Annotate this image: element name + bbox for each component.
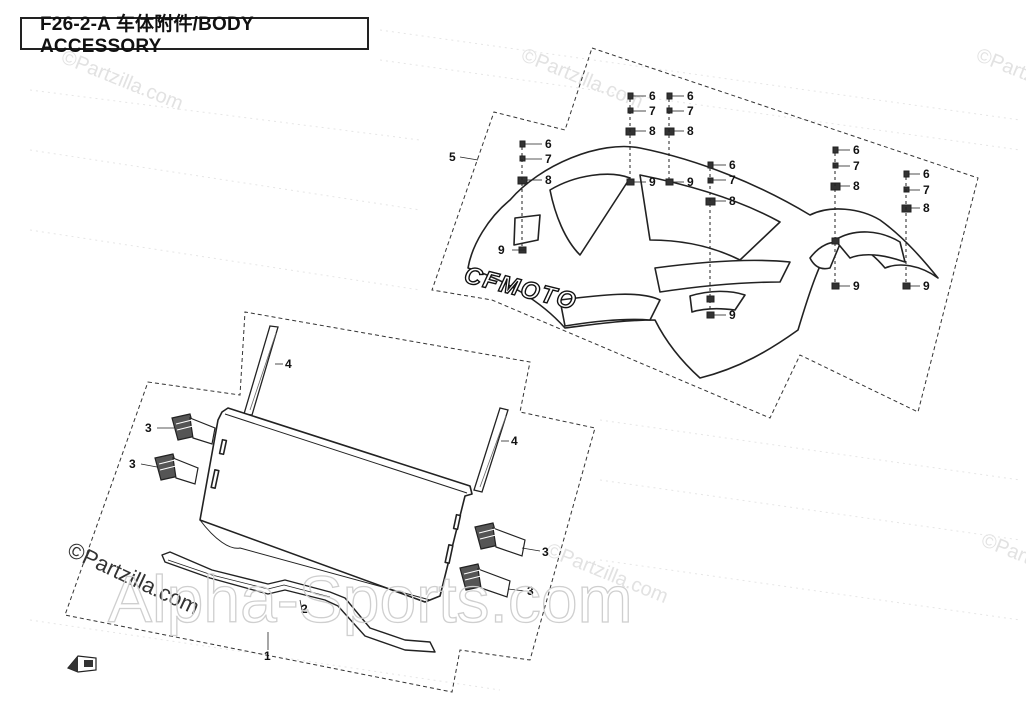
watermark-small-1: ©Partzilla.com: [58, 46, 186, 115]
callout-8: 8: [545, 173, 552, 187]
callout-7: 7: [923, 183, 930, 197]
callout-3: 3: [527, 584, 534, 598]
connector-upper-left: [171, 413, 216, 445]
callout-3: 3: [542, 545, 549, 559]
callout-8: 8: [729, 194, 736, 208]
callout-9: 9: [729, 308, 736, 322]
callout-9: 9: [498, 243, 505, 257]
background-texture: [29, 29, 1021, 691]
callout-9: 9: [687, 175, 694, 189]
connectors: [154, 413, 526, 598]
callout-6: 6: [649, 89, 656, 103]
callout-8: 8: [649, 124, 656, 138]
connector-upper-right: [474, 522, 526, 557]
lower-group: 4 4 3 3 3 3 2 1: [64, 311, 596, 693]
callout-3: 3: [145, 421, 152, 435]
guard-bar-part: [161, 551, 436, 653]
callout-5: 5: [449, 150, 456, 164]
rear-panel-part: [199, 407, 473, 603]
watermark-small-5: ©Partzilla.com: [978, 529, 1026, 598]
lower-group-boundary: [64, 311, 596, 693]
callout-6: 6: [545, 137, 552, 151]
connector-lower-left: [154, 453, 199, 485]
direction-arrow-icon: [67, 655, 97, 673]
callout-9: 9: [649, 175, 656, 189]
callout-4: 4: [511, 434, 518, 448]
callout-4: 4: [285, 357, 292, 371]
seal-strip-right: [473, 407, 509, 493]
upper-leaders: [459, 95, 920, 316]
callout-7: 7: [687, 104, 694, 118]
callout-3: 3: [129, 457, 136, 471]
callout-8: 8: [687, 124, 694, 138]
callout-8: 8: [923, 201, 930, 215]
callout-7: 7: [649, 104, 656, 118]
callout-1: 1: [264, 649, 271, 663]
callout-7: 7: [545, 152, 552, 166]
callout-6: 6: [923, 167, 930, 181]
seal-strip-left: [243, 325, 279, 416]
callout-2: 2: [301, 602, 308, 616]
upper-group-boundary: [431, 47, 979, 419]
callout-9: 9: [923, 279, 930, 293]
diagram-title: F26-2-A 车体附件/BODY ACCESSORY: [20, 14, 369, 57]
upper-group: CFMOTO: [431, 47, 979, 419]
callout-8: 8: [853, 179, 860, 193]
watermark-small-3: ©Partzilla.com: [973, 44, 1026, 113]
callout-7: 7: [853, 159, 860, 173]
callout-6: 6: [853, 143, 860, 157]
callout-6: 6: [687, 89, 694, 103]
lower-leaders: [140, 363, 541, 650]
watermark-dealer: Alpha-Sports.com: [108, 562, 633, 636]
callout-6: 6: [729, 158, 736, 172]
front-cover-part: [467, 145, 939, 379]
connector-lower-right: [459, 563, 511, 598]
callout-7: 7: [729, 173, 736, 187]
callout-9: 9: [853, 279, 860, 293]
